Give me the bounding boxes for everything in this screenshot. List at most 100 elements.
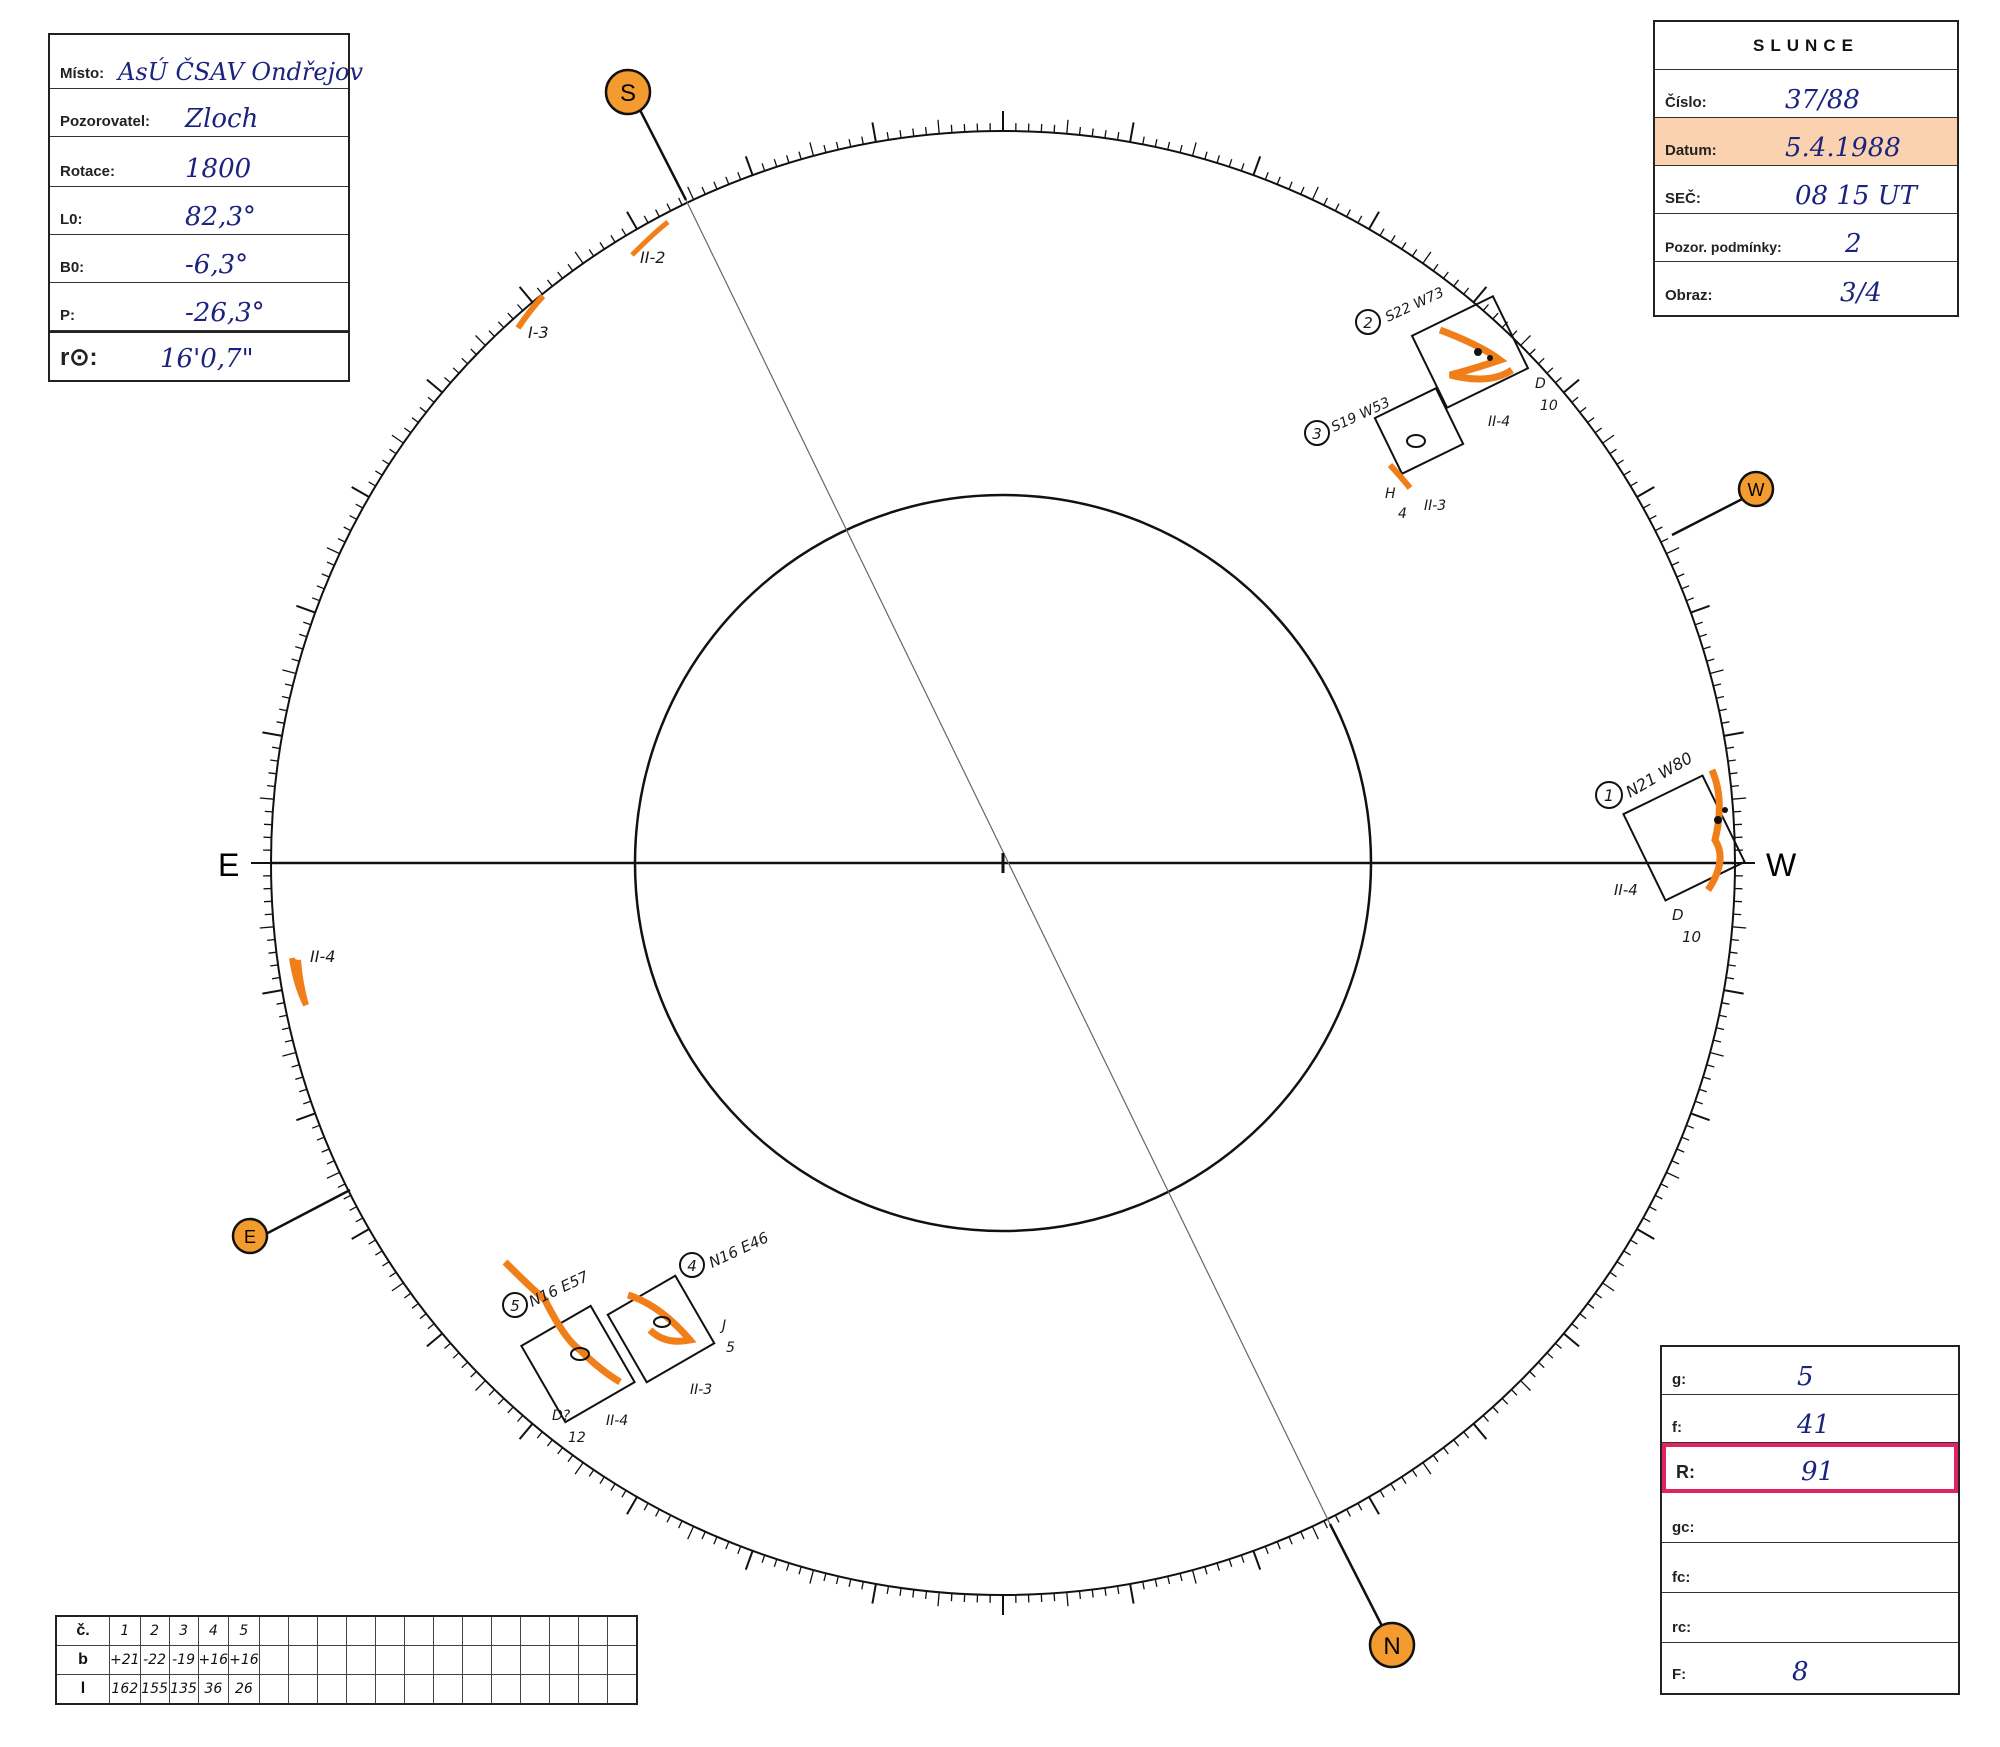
limb-tick	[798, 151, 802, 160]
limb-tick	[355, 1217, 364, 1223]
limb-tick	[886, 1585, 890, 1595]
pozorovatel-value: Zloch	[185, 104, 259, 134]
limb-tick	[1411, 249, 1418, 257]
limb-tick	[1648, 515, 1657, 520]
limb-tick	[1379, 228, 1385, 236]
group-2-class: D	[1535, 376, 1546, 392]
group-3-count: 4	[1398, 506, 1407, 522]
limb-tick	[311, 1124, 320, 1129]
limb-tick	[403, 1292, 412, 1299]
limb-tick	[1288, 1536, 1293, 1545]
n-marker: N	[1368, 1621, 1416, 1669]
c-2: 2	[139, 1615, 170, 1646]
limb-tick	[1091, 128, 1094, 137]
limb-tick	[574, 251, 584, 264]
fc-label: fc:	[1672, 1569, 1691, 1586]
limb-tick	[461, 1361, 469, 1369]
limb-tick	[924, 1590, 928, 1599]
s-pointer-line	[638, 109, 688, 201]
b-4: +16	[197, 1645, 230, 1675]
limb-tick	[262, 731, 283, 737]
pozorovatel-label: Pozorovatel:	[60, 113, 151, 130]
limb-tick	[475, 1380, 486, 1391]
limb-tick	[284, 683, 293, 687]
limb-tick	[1463, 287, 1470, 295]
limb-tick	[809, 1569, 815, 1584]
limb-tick	[1368, 1496, 1380, 1515]
limb-tick	[276, 721, 285, 724]
table-row-l: l 162 155 135 36 26	[55, 1674, 638, 1705]
limb-tick	[678, 197, 683, 206]
limb-tick	[1264, 1546, 1269, 1555]
n-pointer-line	[1328, 1523, 1384, 1627]
limb-tick	[1167, 1576, 1171, 1585]
limb-tick	[1129, 122, 1135, 143]
limb-tick	[391, 434, 404, 444]
limb-tick	[259, 926, 274, 929]
limb-tick	[518, 1423, 534, 1440]
limb-tick	[848, 139, 852, 148]
sec-label: SEČ:	[1665, 190, 1701, 207]
limb-tick	[1276, 176, 1281, 185]
group-4-class: J	[719, 1318, 726, 1334]
obraz-row: Obraz: 3/4	[1655, 262, 1957, 310]
limb-tick	[1587, 417, 1595, 424]
gc-row: gc:	[1662, 1493, 1958, 1543]
limb-tick	[1368, 211, 1380, 230]
limb-tick	[1252, 156, 1262, 176]
limb-tick	[461, 357, 469, 365]
limb-tick	[326, 1171, 340, 1179]
sec-row: SEČ: 08 15 UT	[1655, 166, 1957, 214]
limb-tick	[497, 321, 505, 329]
p-value: -26,3°	[185, 298, 265, 328]
limb-tick	[1216, 155, 1221, 164]
limb-tick	[1411, 1469, 1418, 1477]
limb-tick	[1676, 573, 1685, 578]
limb-tick	[282, 1051, 297, 1057]
r0-value: 16'0,7"	[160, 344, 254, 374]
limb-tick	[1733, 810, 1742, 813]
limb-tick	[546, 1439, 553, 1447]
facula-nw1-label: II-2	[640, 248, 665, 267]
limb-tick	[761, 1554, 766, 1563]
limb-tick	[1154, 139, 1158, 148]
limb-tick	[557, 1447, 564, 1455]
limb-tick	[1240, 1554, 1245, 1563]
rc-row: rc:	[1662, 1593, 1958, 1643]
limb-tick	[267, 938, 276, 942]
limb-tick	[1078, 1590, 1082, 1599]
group-5: 5 N16 E57 II-4 D? 12	[502, 1259, 637, 1446]
limb-tick	[1104, 130, 1107, 139]
p-row: P: -26,3°	[50, 283, 348, 331]
limb-tick	[1179, 1573, 1183, 1582]
limb-tick	[937, 119, 940, 134]
limb-tick	[1709, 669, 1724, 675]
rc-label: rc:	[1672, 1619, 1692, 1636]
datum-label: Datum:	[1665, 142, 1717, 159]
misto-value: AsÚ ČSAV Ondřejov	[118, 58, 364, 86]
limb-tick	[337, 1183, 346, 1188]
limb-tick	[1725, 976, 1735, 980]
group-4-number: 4	[687, 1257, 697, 1275]
F-value: 8	[1792, 1657, 1809, 1687]
limb-tick	[262, 989, 283, 995]
table-row-c: č. 1 2 3 4 5	[55, 1615, 638, 1646]
limb-tick	[518, 286, 534, 303]
limb-tick	[268, 772, 277, 775]
group-2-faculae: II-4	[1488, 414, 1510, 430]
table-row-b: b +21 -22 -19 +16 +16	[55, 1645, 638, 1675]
b0-label: B0:	[60, 259, 85, 276]
c-3: 3	[168, 1615, 199, 1646]
limb-tick	[1623, 1250, 1631, 1256]
limb-tick	[1666, 547, 1680, 555]
limb-tick	[1636, 486, 1655, 498]
limb-tick	[316, 1136, 325, 1141]
limb-tick	[295, 645, 304, 650]
limb-tick	[284, 1039, 293, 1043]
limb-tick	[1579, 406, 1587, 413]
limb-tick	[588, 249, 595, 257]
limb-tick	[737, 171, 742, 180]
limb-tick	[517, 1414, 524, 1422]
group-5-count: 12	[568, 1430, 586, 1446]
limb-tick	[1727, 964, 1736, 967]
